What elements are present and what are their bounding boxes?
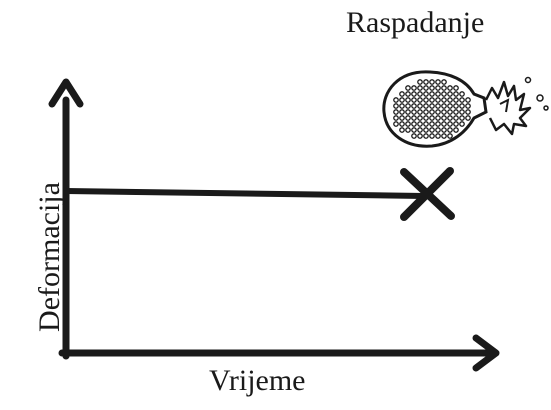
x-axis-label: Vrijeme bbox=[209, 364, 306, 397]
y-axis-label: Deformacija bbox=[33, 182, 66, 332]
breaking-cell-icon bbox=[382, 70, 549, 148]
title-label: Raspadanje bbox=[346, 6, 485, 39]
strain-line bbox=[65, 188, 425, 199]
failure-x-icon bbox=[400, 167, 455, 221]
x-axis-arrowhead bbox=[472, 334, 500, 372]
y-axis-arrowhead bbox=[48, 78, 84, 108]
